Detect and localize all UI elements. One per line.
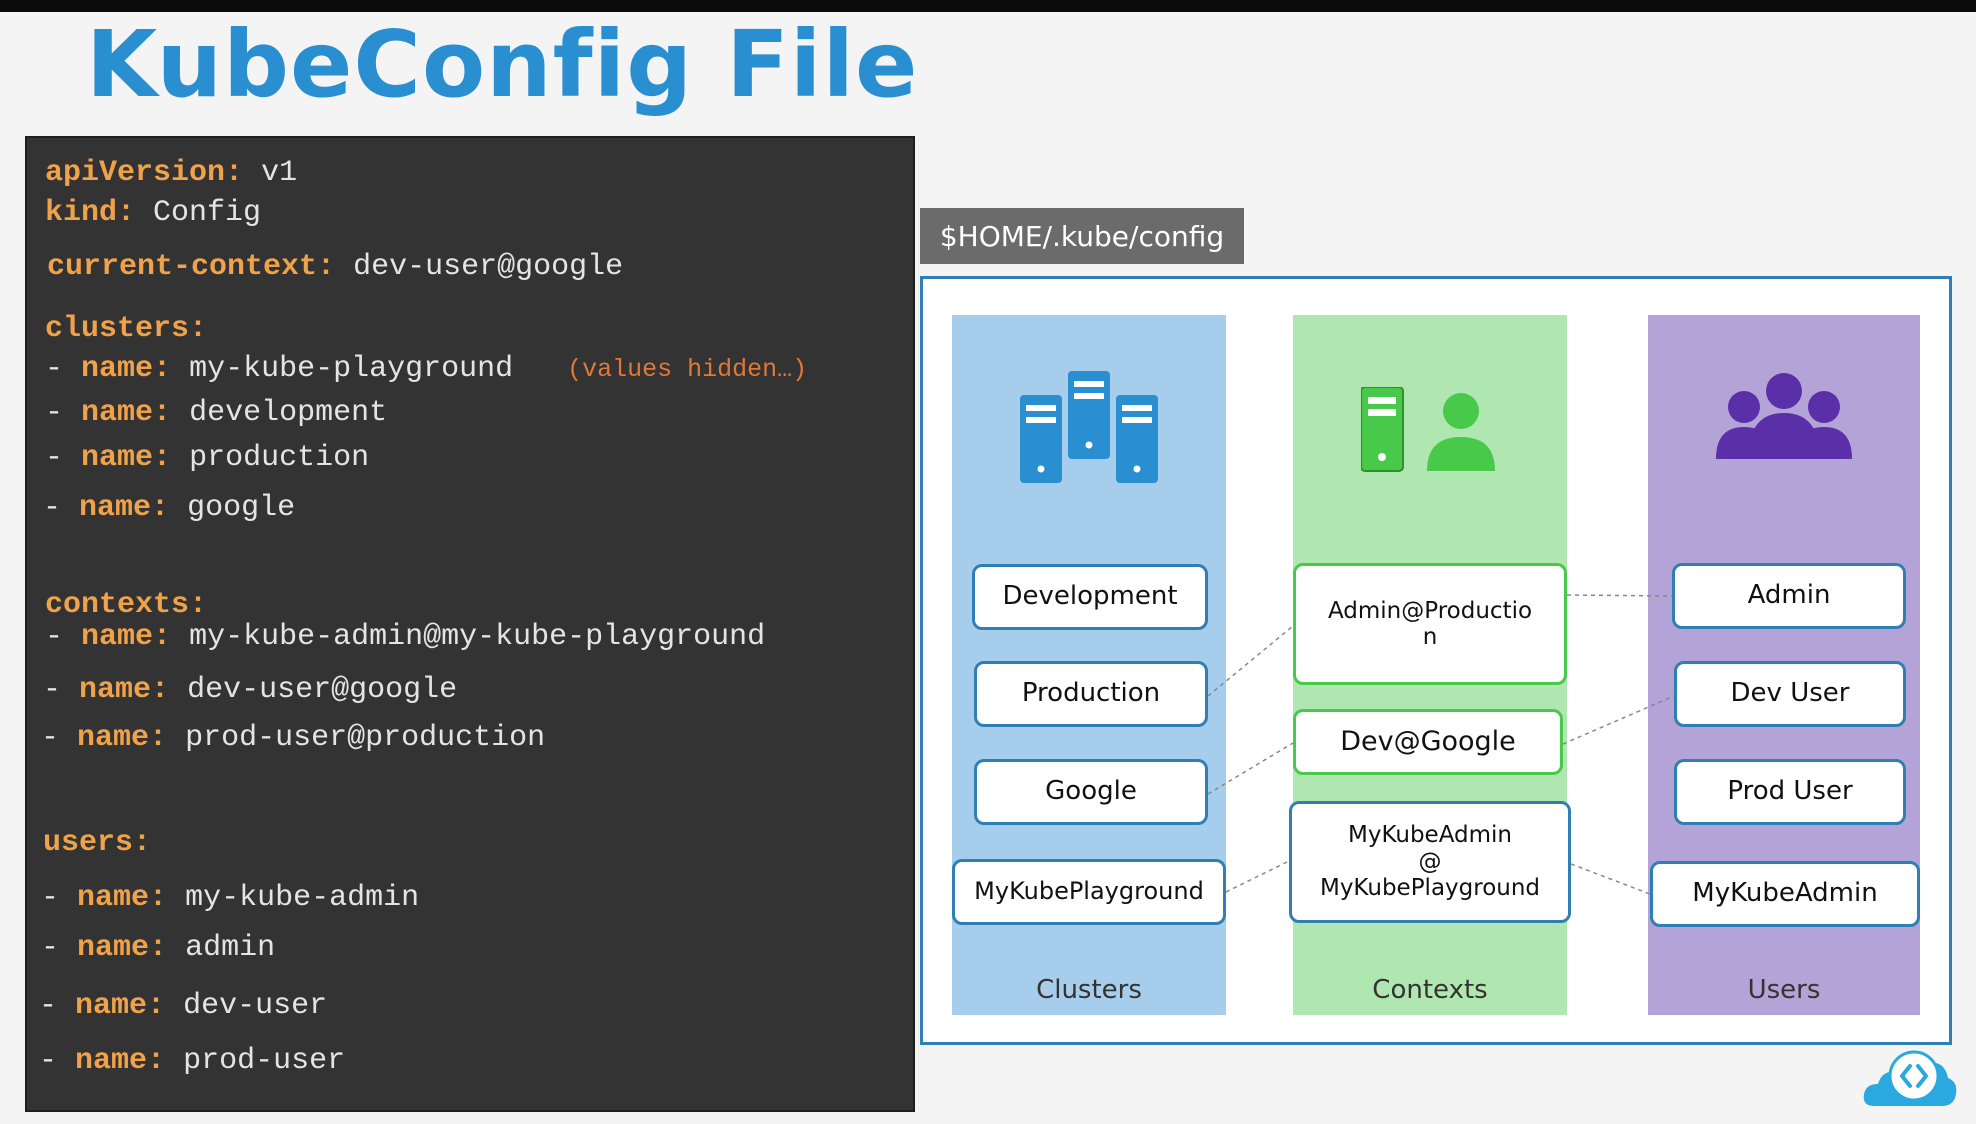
- connector-google-dev: [1207, 742, 1294, 795]
- code-key: users:: [43, 826, 152, 860]
- code-line-users: users:: [43, 828, 151, 858]
- code-key: name:: [77, 931, 168, 965]
- contexts-column: Admin@Productio n Dev@Google MyKubeAdmin…: [1289, 315, 1571, 1015]
- context-name: prod-user@production: [185, 721, 546, 755]
- user-box-prod-user: Prod User: [1674, 759, 1906, 825]
- code-key: contexts:: [45, 588, 208, 622]
- servers-icon: [1020, 371, 1158, 483]
- code-line-contexts: contexts:: [45, 590, 207, 620]
- list-dash: -: [45, 396, 64, 430]
- cluster-name: development: [189, 396, 388, 430]
- clusters-column: Development Production Google MyKubePlay…: [952, 315, 1226, 1015]
- contexts-label: Contexts: [1372, 975, 1488, 1005]
- code-key: name:: [79, 673, 170, 707]
- users-column: Admin Dev User Prod User MyKubeAdmin Use…: [1648, 315, 1920, 1015]
- cluster-box-development: Development: [972, 564, 1208, 630]
- code-value: Config: [153, 196, 262, 230]
- cluster-box-production: Production: [974, 661, 1208, 727]
- user-box-mykubeadmin: MyKubeAdmin: [1650, 861, 1920, 927]
- code-line-cluster-2: - name: production: [45, 443, 369, 473]
- code-key: apiVersion:: [45, 156, 244, 190]
- user-box-admin: Admin: [1672, 563, 1906, 629]
- code-key: name:: [75, 1044, 166, 1078]
- user-name: dev-user: [183, 989, 328, 1023]
- code-line-context-1: - name: dev-user@google: [43, 675, 457, 705]
- cluster-name: google: [187, 491, 296, 525]
- code-key: name:: [75, 989, 166, 1023]
- code-line-user-0: - name: my-kube-admin: [41, 883, 419, 913]
- cluster-name: production: [189, 441, 370, 475]
- connector-playground-mykube: [1225, 860, 1290, 893]
- user-name: my-kube-admin: [185, 881, 420, 915]
- kubeconfig-diagram: Development Production Google MyKubePlay…: [920, 276, 1952, 1045]
- code-value: dev-user@google: [353, 250, 624, 284]
- code-line-kind: kind: Config: [45, 198, 261, 228]
- config-path-label: $HOME/.kube/config: [920, 208, 1244, 264]
- code-key: clusters:: [45, 312, 208, 346]
- values-hidden-note: (values hidden…): [567, 355, 808, 384]
- code-line-context-2: - name: prod-user@production: [41, 723, 545, 753]
- user-name: prod-user: [183, 1044, 346, 1078]
- code-key: name:: [77, 721, 168, 755]
- list-dash: -: [45, 441, 64, 475]
- list-dash: -: [39, 989, 58, 1023]
- code-line-apiversion: apiVersion: v1: [45, 158, 297, 188]
- code-key: name:: [81, 352, 172, 386]
- context-admin-line2: n: [1422, 624, 1438, 650]
- list-dash: -: [45, 352, 64, 386]
- code-line-cluster-1: - name: development: [45, 398, 387, 428]
- code-line-clusters: clusters:: [45, 314, 207, 344]
- code-key: kind:: [45, 196, 136, 230]
- connector-production-admin: [1207, 625, 1294, 697]
- code-line-user-1: - name: admin: [41, 933, 275, 963]
- code-line-user-3: - name: prod-user: [39, 1046, 345, 1076]
- connector-dev-devuser: [1562, 695, 1675, 745]
- code-value: v1: [261, 156, 298, 190]
- context-mykube-line3: MyKubePlayground: [1319, 875, 1541, 902]
- code-line-cluster-3: - name: google: [43, 493, 295, 523]
- user-name: admin: [185, 931, 276, 965]
- context-name: my-kube-admin@my-kube-playground: [189, 620, 766, 654]
- users-group-icon: [1716, 373, 1852, 459]
- context-mykube-line2: @: [1418, 848, 1442, 875]
- list-dash: -: [45, 620, 64, 654]
- kubeconfig-code-panel: apiVersion: v1 kind: Config current-cont…: [25, 136, 915, 1112]
- cloud-code-logo-icon: [1863, 1050, 1957, 1106]
- context-mykube-line1: MyKubeAdmin: [1347, 822, 1513, 849]
- context-box-admin-production: Admin@Productio n: [1293, 563, 1567, 685]
- connector-admin-user: [1566, 594, 1673, 597]
- code-line-context-0: - name: my-kube-admin@my-kube-playground: [45, 622, 765, 652]
- context-box-dev-google: Dev@Google: [1293, 709, 1563, 775]
- context-box-mykubeadmin-playground: MyKubeAdmin @ MyKubePlayground: [1289, 801, 1571, 923]
- server-user-icon: [1361, 387, 1495, 472]
- cluster-box-google: Google: [974, 759, 1208, 825]
- code-key: name:: [81, 620, 172, 654]
- context-name: dev-user@google: [187, 673, 458, 707]
- users-label: Users: [1747, 975, 1821, 1005]
- top-bar: [0, 0, 1976, 12]
- code-key: name:: [79, 491, 170, 525]
- connector-mykube-mykubeadmin: [1570, 863, 1651, 895]
- code-key: name:: [77, 881, 168, 915]
- cluster-box-mykubeplayground: MyKubePlayground: [952, 859, 1226, 925]
- context-admin-line1: Admin@Productio: [1327, 597, 1533, 624]
- list-dash: -: [41, 931, 60, 965]
- list-dash: -: [43, 673, 62, 707]
- code-key: name:: [81, 441, 172, 475]
- list-dash: -: [43, 491, 62, 525]
- code-key: name:: [81, 396, 172, 430]
- connector-lines: [1207, 594, 1675, 895]
- code-line-current-context: current-context: dev-user@google: [47, 252, 623, 282]
- clusters-label: Clusters: [1036, 975, 1142, 1005]
- user-box-dev-user: Dev User: [1674, 661, 1906, 727]
- slide-title: KubeConfig File: [86, 11, 919, 118]
- cluster-name: my-kube-playground: [189, 352, 514, 386]
- list-dash: -: [41, 881, 60, 915]
- code-line-user-2: - name: dev-user: [39, 991, 327, 1021]
- code-line-cluster-0: - name: my-kube-playground (values hidde…: [45, 354, 807, 384]
- code-key: current-context:: [47, 250, 336, 284]
- list-dash: -: [39, 1044, 58, 1078]
- list-dash: -: [41, 721, 60, 755]
